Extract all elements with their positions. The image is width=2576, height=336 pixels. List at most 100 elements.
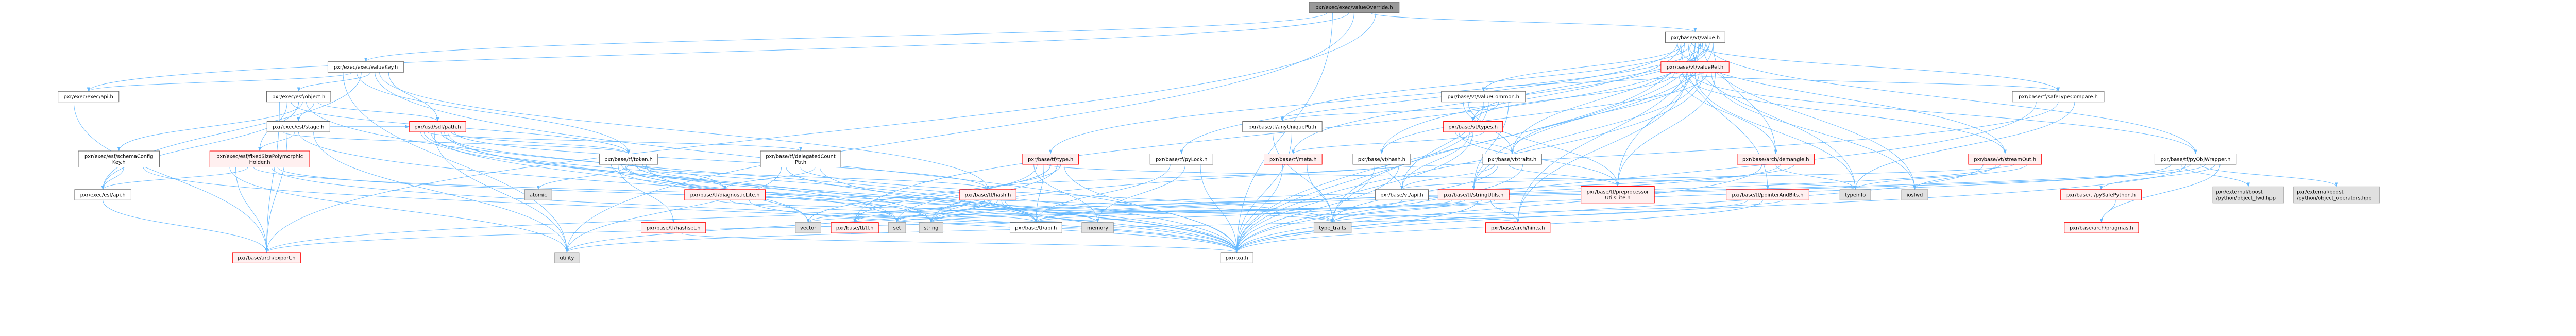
edge-fsph-to-esfApi	[101, 167, 248, 190]
edge-fsph-to-export	[235, 167, 268, 253]
node-box	[1443, 121, 1503, 132]
node-execApi[interactable]: pxr/exec/exec/api.h	[58, 91, 120, 103]
node-pointerAndBits[interactable]: pxr/base/tf/pointerAndBits.h	[1726, 189, 1809, 200]
edge-tfType-to-tfTf	[853, 164, 1051, 223]
node-label: Ptr.h	[795, 160, 806, 165]
edge-delegatedCountPtr-to-utility	[565, 167, 782, 253]
node-label: /python/object_operators.hpp	[2297, 196, 2371, 201]
node-esfObject[interactable]: pxr/exec/esf/object.h	[266, 91, 331, 103]
node-label: pxr/external/boost	[2297, 190, 2344, 195]
node-pxr[interactable]: pxr/pxr.h	[1220, 252, 1253, 263]
edge-tfType-to-vector	[806, 164, 1061, 223]
edge-valueOverride-to-utility	[565, 12, 1354, 253]
node-tfHash[interactable]: pxr/base/tf/hash.h	[959, 189, 1016, 200]
node-label: pxr/base/tf/hashset.h	[647, 225, 701, 231]
node-value[interactable]: pxr/base/vt/value.h	[1665, 31, 1725, 43]
node-box	[795, 222, 821, 233]
node-box	[1726, 189, 1809, 200]
node-meta[interactable]: pxr/base/tf/meta.h	[1264, 154, 1323, 165]
node-box	[641, 222, 706, 233]
node-objectOps[interactable]: pxr/external/boost/python/object_operato…	[2293, 186, 2380, 204]
node-esfApi[interactable]: pxr/exec/esf/api.h	[74, 189, 131, 200]
node-box	[78, 150, 160, 167]
edge-token-to-tfApi	[635, 164, 1038, 223]
edge-valueCommon-to-ppUtilsLite	[1468, 102, 1620, 187]
node-label: /python/object_fwd.hpp	[2216, 196, 2276, 201]
node-tfApi[interactable]: pxr/base/tf/api.h	[1009, 222, 1062, 233]
edge-sdfPath-to-tfApi	[423, 131, 1038, 223]
node-export[interactable]: pxr/base/arch/export.h	[232, 252, 301, 263]
node-hashset[interactable]: pxr/base/tf/hashset.h	[641, 222, 706, 233]
edge-stringUtils-to-typeTraits	[1331, 200, 1461, 223]
edge-sdfPath-to-vector	[430, 131, 810, 223]
edge-fsph-to-pxr	[271, 167, 1239, 253]
edge-esfStage-to-fsph	[258, 131, 295, 152]
edge-value-to-pyLock	[1180, 42, 1678, 154]
node-label: pxr/exec/esf/schemaConfig	[84, 154, 153, 159]
node-diagnosticLite[interactable]: pxr/base/tf/diagnosticLite.h	[684, 189, 766, 200]
edge-vtHash-to-tfHash	[986, 164, 1389, 190]
node-pragmas[interactable]: pxr/base/arch/pragmas.h	[2064, 222, 2139, 233]
node-label: pxr/base/tf/type.h	[1028, 157, 1073, 162]
node-box	[684, 189, 766, 200]
node-pyObjWrapper[interactable]: pxr/base/tf/pyObjWrapper.h	[2154, 154, 2237, 165]
node-token[interactable]: pxr/base/tf/token.h	[599, 154, 658, 165]
node-sdfPath[interactable]: pxr/usd/sdf/path.h	[409, 121, 466, 132]
nodes-layer: pxr/exec/exec/valueOverride.h pxr/base/vt…	[58, 2, 2380, 263]
node-valueCommon[interactable]: pxr/base/vt/valueCommon.h	[1441, 91, 1526, 103]
node-label: pxr/base/arch/demangle.h	[1742, 157, 1809, 162]
node-typeinfo[interactable]: typeinfo	[1839, 189, 1871, 200]
edge-vtHash-to-typeTraits	[1331, 164, 1375, 223]
node-pyLock[interactable]: pxr/base/tf/pyLock.h	[1149, 154, 1213, 165]
node-safeTypeCompare[interactable]: pxr/base/tf/safeTypeCompare.h	[2012, 91, 2105, 103]
node-utility[interactable]: utility	[554, 252, 580, 263]
edge-delegatedCountPtr-to-typeTraits	[800, 167, 1334, 223]
node-set[interactable]: set	[888, 222, 906, 233]
node-label: pxr/base/vt/valueCommon.h	[1447, 94, 1519, 100]
node-objectFwd[interactable]: pxr/external/boost/python/object_fwd.hpp	[2212, 186, 2284, 204]
node-label: string	[924, 225, 938, 231]
edge-anyUniquePtr-to-pxr	[1235, 131, 1292, 253]
node-valueKey[interactable]: pxr/exec/exec/valueKey.h	[327, 61, 404, 73]
node-stringUtils[interactable]: pxr/base/tf/stringUtils.h	[1437, 189, 1510, 200]
node-tfTf[interactable]: pxr/base/tf/tf.h	[831, 222, 879, 233]
node-string[interactable]: string	[919, 222, 943, 233]
node-demangle[interactable]: pxr/base/arch/demangle.h	[1737, 154, 1815, 165]
node-valueRef[interactable]: pxr/base/vt/valueRef.h	[1660, 61, 1730, 73]
edge-sdfPath-to-pxr	[447, 131, 1239, 253]
node-box	[2154, 154, 2237, 165]
node-vtHash[interactable]: pxr/base/vt/hash.h	[1352, 154, 1411, 165]
node-box	[2064, 222, 2139, 233]
node-anyUniquePtr[interactable]: pxr/base/tf/anyUniquePtr.h	[1242, 121, 1323, 132]
node-box	[1437, 189, 1510, 200]
node-iosfwd[interactable]: iosfwd	[1901, 189, 1928, 200]
edge-valueKey-to-token	[356, 72, 631, 154]
edge-pyObjWrapper-to-string	[929, 164, 2191, 223]
node-label: pxr/exec/esf/fixedSizePolymorphic	[216, 154, 303, 159]
node-vtApi[interactable]: pxr/base/vt/api.h	[1375, 189, 1429, 200]
edge-vtTypes-to-pxr	[1235, 131, 1473, 253]
node-valueOverride[interactable]: pxr/exec/exec/valueOverride.h	[1309, 2, 1400, 13]
edge-stringUtils-to-string	[929, 199, 1496, 223]
node-vtTypes[interactable]: pxr/base/vt/types.h	[1443, 121, 1503, 132]
node-hints[interactable]: pxr/base/arch/hints.h	[1485, 222, 1551, 233]
node-label: pxr/exec/exec/valueKey.h	[334, 65, 398, 71]
node-traits[interactable]: pxr/base/vt/traits.h	[1482, 154, 1542, 165]
edge-esfStage-to-token	[283, 131, 630, 154]
node-box	[1309, 2, 1400, 13]
node-fsph[interactable]: pxr/exec/esf/fixedSizePolymorphicHolder.…	[209, 150, 310, 167]
node-label: pxr/base/tf/pySafePython.h	[2066, 193, 2136, 198]
node-memory[interactable]: memory	[1081, 222, 1114, 233]
node-box	[831, 222, 879, 233]
node-esfStage[interactable]: pxr/exec/esf/stage.h	[266, 121, 330, 132]
node-typeTraits[interactable]: type_traits	[1313, 222, 1352, 233]
node-streamOut[interactable]: pxr/base/vt/streamOut.h	[1968, 154, 2042, 165]
node-atomic[interactable]: atomic	[524, 189, 552, 200]
node-vector[interactable]: vector	[795, 222, 821, 233]
node-tfType[interactable]: pxr/base/tf/type.h	[1022, 154, 1079, 165]
node-pySafePython[interactable]: pxr/base/tf/pySafePython.h	[2060, 189, 2142, 200]
edge-schemaConfigKey-to-pxr	[143, 167, 1239, 253]
